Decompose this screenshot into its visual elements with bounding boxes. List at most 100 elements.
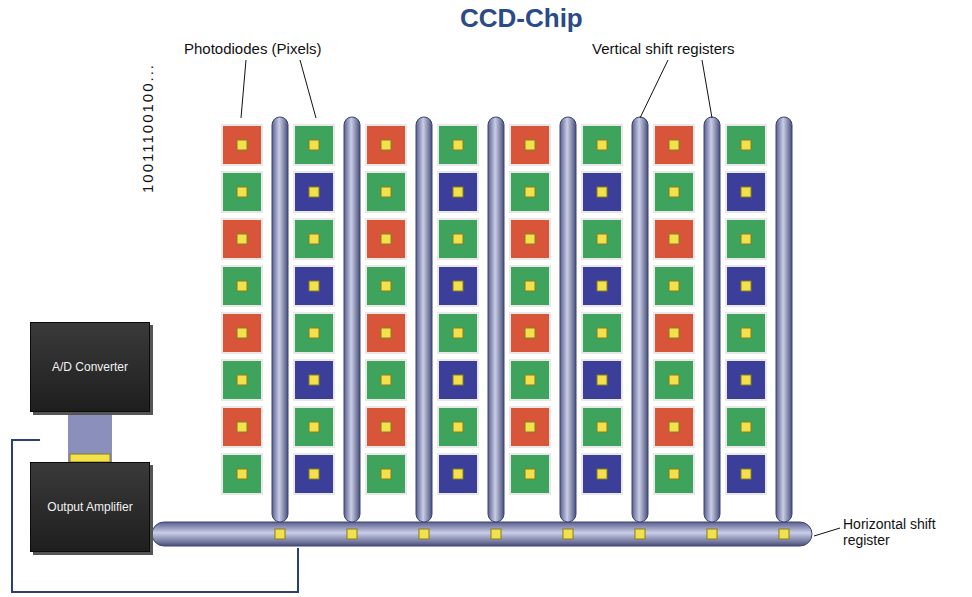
box-label: A/D Converter — [52, 360, 128, 374]
vertical-shift-register — [416, 117, 432, 522]
vertical-shift-register — [488, 117, 504, 522]
photodiode-pixel — [726, 219, 766, 259]
transfer-gate — [419, 529, 429, 539]
photodiode-pixel — [294, 172, 334, 212]
leader-line — [640, 60, 668, 118]
pixel-sensor — [381, 375, 391, 385]
coupling-cylinder — [68, 412, 112, 462]
pixel-sensor — [309, 375, 319, 385]
pixel-sensor — [741, 187, 751, 197]
transfer-gate — [779, 529, 789, 539]
pixel-sensor — [525, 328, 535, 338]
pixel-sensor — [669, 234, 679, 244]
pixel-sensor — [453, 281, 463, 291]
pixel-sensor — [741, 328, 751, 338]
pixel-sensor — [669, 140, 679, 150]
pixel-sensor — [237, 140, 247, 150]
transfer-gate — [347, 529, 357, 539]
photodiode-pixel — [294, 360, 334, 400]
pixel-sensor — [309, 469, 319, 479]
photodiode-pixel — [582, 172, 622, 212]
pixel-sensor — [597, 234, 607, 244]
pixel-sensor — [525, 140, 535, 150]
vertical-shift-register — [560, 117, 576, 522]
photodiode-pixel — [438, 266, 478, 306]
pixel-sensor — [741, 281, 751, 291]
pixel-sensor — [741, 375, 751, 385]
photodiode-pixel — [510, 266, 550, 306]
pixel-sensor — [453, 234, 463, 244]
pixel-sensor — [525, 187, 535, 197]
pixel-sensor — [381, 234, 391, 244]
transfer-gate — [635, 529, 645, 539]
photodiode-pixel — [438, 454, 478, 494]
pixel-sensor — [237, 422, 247, 432]
photodiode-pixel — [654, 266, 694, 306]
photodiode-pixel — [510, 360, 550, 400]
pixel-sensor — [525, 375, 535, 385]
vertical-shift-register — [272, 117, 288, 522]
pixel-sensor — [669, 422, 679, 432]
part-label: Photodiodes (Pixels) — [184, 40, 322, 57]
pixel-sensor — [453, 187, 463, 197]
photodiode-pixel — [294, 313, 334, 353]
photodiode-pixel — [726, 172, 766, 212]
photodiode-pixel — [366, 125, 406, 165]
box-label: Output Amplifier — [47, 500, 132, 514]
pixel-sensor — [669, 328, 679, 338]
pixel-sensor — [237, 234, 247, 244]
pixel-sensor — [309, 140, 319, 150]
pixel-sensor — [381, 469, 391, 479]
photodiode-pixel — [582, 266, 622, 306]
pixel-sensor — [597, 281, 607, 291]
pixel-sensor — [453, 375, 463, 385]
pixel-sensor — [453, 140, 463, 150]
photodiode-pixel — [654, 172, 694, 212]
transfer-gate — [491, 529, 501, 539]
pixel-sensor — [741, 234, 751, 244]
photodiode-pixel — [438, 172, 478, 212]
photodiode-pixel — [438, 407, 478, 447]
leader-line — [241, 60, 246, 118]
photodiode-pixel — [438, 125, 478, 165]
pixel-sensor — [453, 422, 463, 432]
transfer-gate — [707, 529, 717, 539]
photodiode-pixel — [366, 266, 406, 306]
leader-line — [814, 528, 840, 536]
transfer-gate — [275, 529, 285, 539]
photodiode-pixel — [726, 360, 766, 400]
pixel-sensor — [597, 187, 607, 197]
leader-line — [702, 60, 712, 118]
pixel-sensor — [669, 281, 679, 291]
photodiode-pixel — [582, 360, 622, 400]
pixel-sensor — [597, 469, 607, 479]
vertical-shift-register — [344, 117, 360, 522]
photodiode-pixel — [294, 454, 334, 494]
photodiode-pixel — [366, 407, 406, 447]
pixel-sensor — [309, 328, 319, 338]
pixel-sensor — [381, 328, 391, 338]
pixel-sensor — [525, 469, 535, 479]
photodiode-pixel — [726, 454, 766, 494]
pixel-sensor — [453, 469, 463, 479]
pixel-sensor — [381, 187, 391, 197]
photodiode-pixel — [582, 454, 622, 494]
part-label: Vertical shift registers — [592, 40, 735, 57]
circuit-box: Output Amplifier — [30, 462, 150, 552]
pixel-sensor — [741, 469, 751, 479]
pixel-sensor — [381, 281, 391, 291]
photodiode-pixel — [222, 125, 262, 165]
pixel-sensor — [525, 422, 535, 432]
photodiode-pixel — [222, 219, 262, 259]
horizontal-shift-register — [152, 522, 812, 546]
photodiode-pixel — [582, 219, 622, 259]
photodiode-pixel — [654, 407, 694, 447]
pixel-sensor — [381, 422, 391, 432]
vertical-shift-register — [632, 117, 648, 522]
photodiode-pixel — [438, 360, 478, 400]
pixel-sensor — [741, 140, 751, 150]
photodiode-pixel — [438, 219, 478, 259]
photodiode-pixel — [222, 407, 262, 447]
photodiode-pixel — [582, 125, 622, 165]
pixel-sensor — [669, 187, 679, 197]
